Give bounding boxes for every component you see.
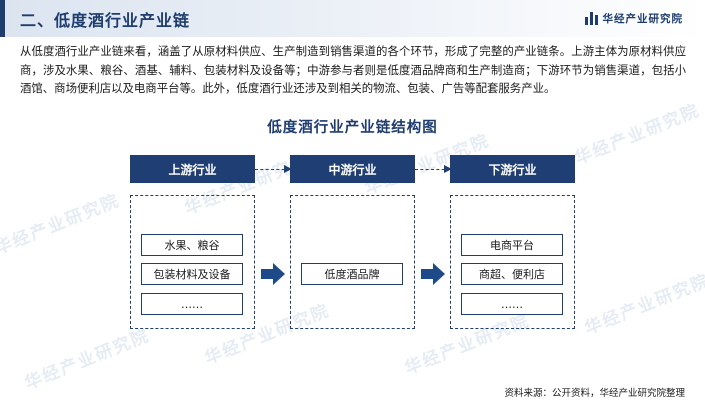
upstream-item: 水果、粮谷: [141, 234, 243, 256]
diagram-title: 低度酒行业产业链结构图: [267, 120, 438, 136]
stage-header-midstream: 中游行业: [290, 155, 415, 183]
section-header: 二、低度酒行业产业链 华经产业研究院: [0, 0, 705, 37]
intro-paragraph: 从低度酒行业产业链来看，涵盖了从原材料供应、生产制造到销售渠道的各个环节，形成了…: [20, 44, 686, 95]
downstream-item: ……: [461, 293, 563, 315]
upstream-box: [130, 195, 255, 329]
watermark: 华经产业研究院: [0, 190, 123, 260]
watermark: 华经产业研究院: [22, 325, 153, 395]
brand: 华经产业研究院: [584, 11, 684, 26]
stage-connector-arrow: [255, 165, 292, 173]
midstream-box: [290, 195, 415, 329]
upstream-item: 包装材料及设备: [141, 263, 243, 285]
midstream-item: 低度酒品牌: [301, 263, 403, 285]
flow-arrow-icon: [261, 263, 285, 285]
watermark: 华经产业研究院: [582, 270, 705, 340]
downstream-item: 电商平台: [461, 234, 563, 256]
stage-header-upstream: 上游行业: [130, 155, 255, 183]
stage-header-downstream: 下游行业: [450, 155, 575, 183]
stage-connector-arrow: [415, 165, 452, 173]
source-note: 资料来源：公开资料，华经产业研究院整理: [504, 388, 685, 399]
section-title: 二、低度酒行业产业链: [20, 11, 191, 30]
brand-logo-icon: [584, 12, 598, 25]
downstream-box: [450, 195, 575, 329]
header-accent-bar: [0, 0, 5, 37]
flow-arrow-icon: [421, 263, 445, 285]
downstream-item: 商超、便利店: [461, 263, 563, 285]
brand-name: 华经产业研究院: [602, 13, 683, 25]
upstream-item: ……: [141, 293, 243, 315]
